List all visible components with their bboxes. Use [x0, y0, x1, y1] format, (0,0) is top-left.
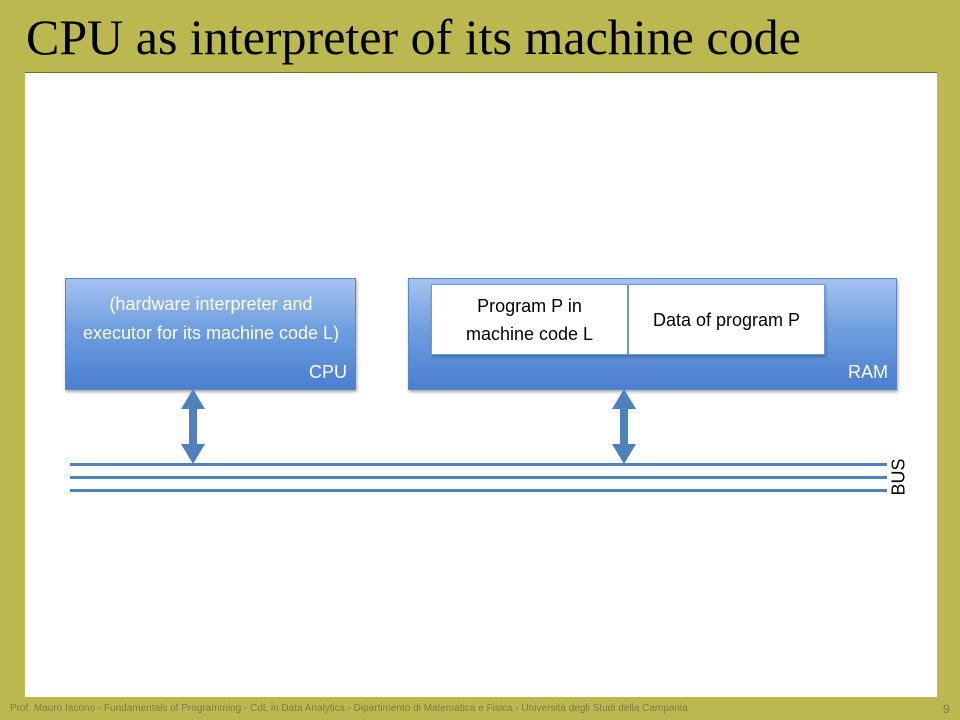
bus-line-1	[70, 463, 887, 466]
ram-bus-arrow	[612, 389, 636, 464]
data-cell: Data of program P	[628, 284, 825, 355]
bus-line-2	[70, 476, 887, 479]
cpu-box: (hardware interpreter and executor for i…	[65, 278, 356, 390]
program-cell-text: Program P in machine code L	[465, 295, 594, 344]
bus-label: BUS	[888, 458, 909, 496]
ram-box: Program P in machine code L Data of prog…	[408, 278, 897, 390]
cpu-label: CPU	[308, 362, 347, 382]
cpu-description: (hardware interpreter and executor for i…	[82, 294, 340, 343]
ram-label: RAM	[848, 362, 888, 382]
bus-line-3	[70, 489, 887, 492]
slide-footer: Prof. Mauro Iacono - Fundamentals of Pro…	[10, 703, 688, 714]
page-number: 9	[943, 702, 950, 716]
data-cell-text: Data of program P	[652, 309, 801, 330]
slide-title: CPU as interpreter of its machine code	[26, 9, 801, 65]
cpu-bus-arrow	[181, 389, 205, 464]
program-cell: Program P in machine code L	[431, 284, 628, 355]
